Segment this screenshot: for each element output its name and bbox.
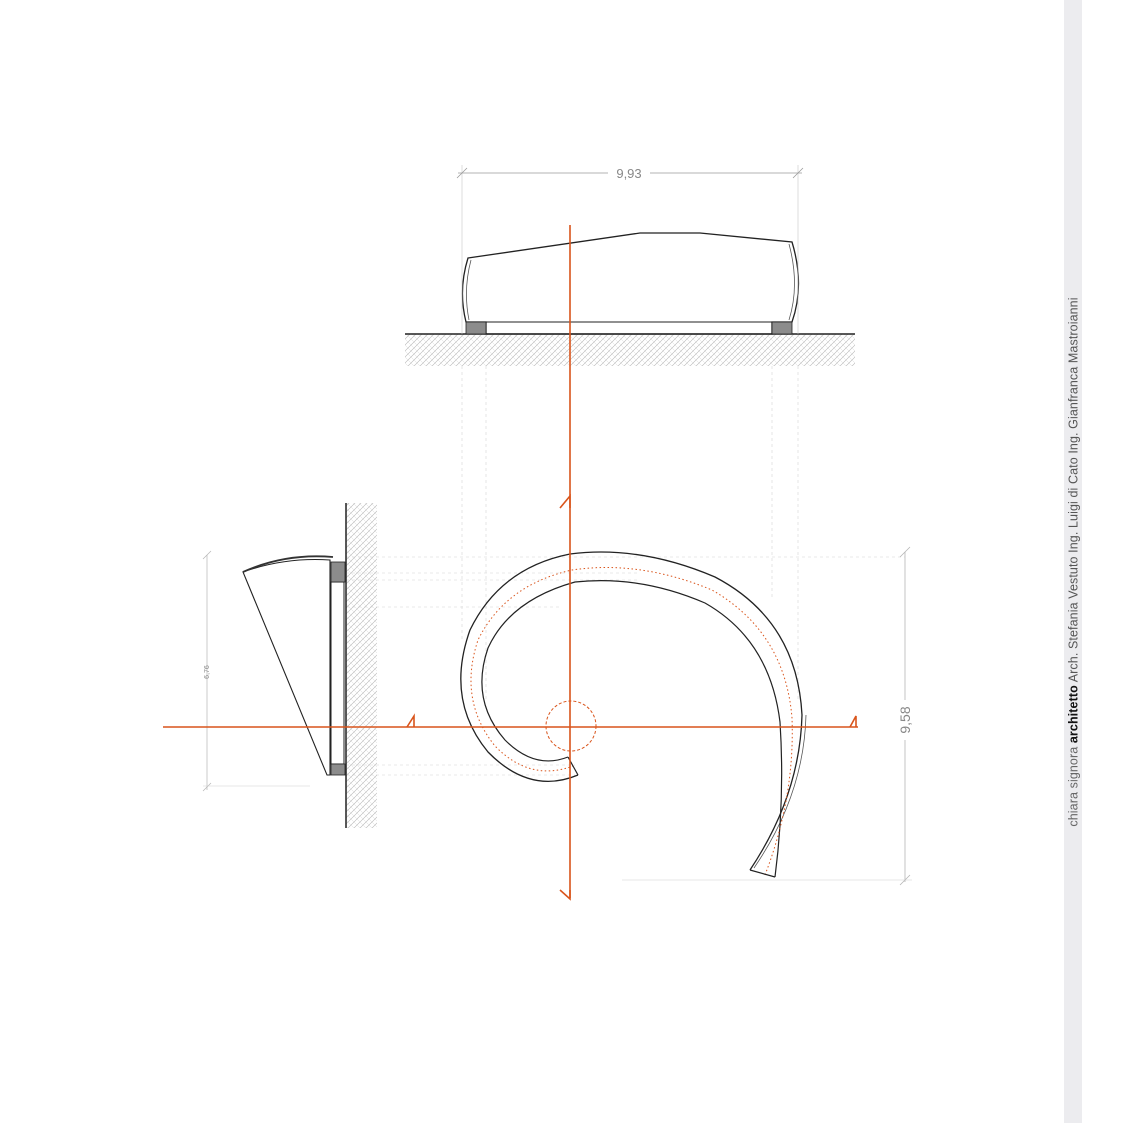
axis-marker-left [406,713,415,728]
center-circle [545,700,597,752]
elevation-right-foot [771,321,793,335]
spiral-center-line [470,567,793,876]
section-bottom-block [330,763,346,776]
projection-lines [346,366,905,776]
dim-tick-section-bottom [202,782,212,792]
section-cone [242,558,331,776]
spiral-outer [460,551,803,871]
section-panel [330,581,345,765]
dim-tick-plan-top [899,546,911,558]
section-top-block [330,561,346,583]
dim-label-plan-bg [895,700,915,740]
ground-hatch [405,334,855,366]
side-strip [1064,0,1082,1123]
wall-hatch [346,503,377,828]
plan-view: 9,58 [460,546,915,886]
dim-label-section: 6,76 [204,665,211,679]
dim-tick-right [792,167,804,179]
elevation-left-foot [465,321,487,335]
axis-marker-bottom [559,889,571,901]
spiral-outer-shadow [753,714,807,869]
dim-label-plan: 9,58 [897,706,913,733]
section-view: 6,76 [202,503,377,828]
section-top-edge [242,555,334,573]
dim-label-bg [608,164,650,180]
dim-tick-left [456,167,468,179]
elevation-outline [461,232,800,335]
spiral-inner [481,580,783,878]
dim-tick-section-top [202,550,212,560]
axis-lines [163,225,858,901]
spiral-end-cap-bottom [749,869,776,878]
elevation-outline-inner [466,243,795,321]
axis-marker-top [559,493,571,509]
dim-label-width: 9,93 [616,166,641,181]
axis-marker-right [849,715,857,728]
elevation-view: 9,93 [405,164,855,366]
